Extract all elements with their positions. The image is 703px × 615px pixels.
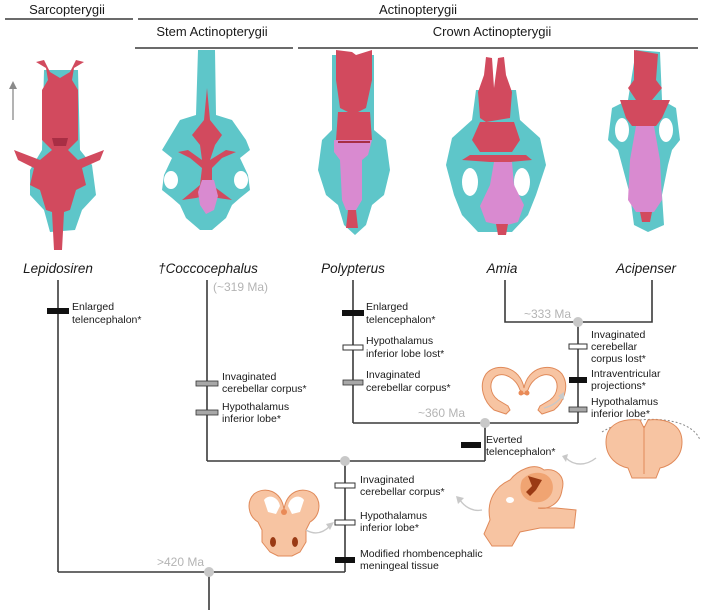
trait-label: inferior lobe lost* [366,348,444,360]
taxon-labels: Lepidosiren †Coccocephalus Polypterus Am… [23,261,676,276]
trait-label: Enlarged [366,301,408,313]
age-amia-acipenser: ~333 Ma [524,307,571,321]
brain-render-acipenser [608,50,680,232]
trait-amia-acipenser-intraventricular-projections: Intraventricular projections* [569,368,661,392]
trait-label: Hypothalamus [366,335,433,347]
node-amia-acipenser [573,317,583,327]
trait-label: Hypothalamus [591,396,658,408]
taxon-label-acipenser: Acipenser [615,261,677,276]
brain-render-amia [446,57,546,235]
trait-label: corpus lost* [591,353,646,365]
trait-label: Hypothalamus [222,401,289,413]
trait-label: inferior lobe* [591,408,650,420]
trait-polypterus-invaginated-cerebellar-corpus: Invaginated cerebellar corpus* [342,369,451,394]
trait-label: projections* [591,380,646,392]
taxon-label-amia: Amia [486,261,518,276]
trait-label: telencephalon* [366,314,435,326]
trait-lepidosiren-enlarged-telencephalon: Enlarged telencephalon* [47,301,141,326]
clade-label-crown: Crown Actinopterygii [433,24,552,39]
clade-label-stem: Stem Actinopterygii [156,24,267,39]
trait-label: cerebellar [591,341,638,353]
trait-bar-gain [47,308,69,314]
trait-bar-homoplastic [568,406,588,413]
trait-bar-homoplastic [195,409,219,416]
trait-bar-loss [568,343,588,350]
trait-bar-loss [334,519,356,526]
trait-label: Enlarged [72,301,114,313]
trait-actinopterygii-modified-meningeal-tissue: Modified rhombencephalic meningeal tissu… [335,548,483,572]
arrow-head-icon [558,392,564,400]
age-coccocephalus: (~319 Ma) [213,280,268,294]
arrow-head-icon [562,454,568,462]
trait-label: Invaginated [222,371,276,383]
trait-label: cerebellar corpus* [222,383,307,395]
node-actinopterygii [340,456,350,466]
trait-polypterus-hypothalamus-inferior-lobe-lost: Hypothalamus inferior lobe lost* [342,335,444,360]
taxon-label-coccocephalus: †Coccocephalus [158,261,258,276]
node-root [204,567,214,577]
trait-label: Invaginated [591,329,645,341]
trait-label: inferior lobe* [222,413,281,425]
trait-polypterus-enlarged-telencephalon: Enlarged telencephalon* [342,301,435,326]
illustration-cerebellum-section [481,366,567,415]
trait-label: Everted [486,434,522,446]
trait-actinopterygii-hypothalamus-inferior-lobe: Hypothalamus inferior lobe* [334,510,427,534]
clade-headers: Sarcopterygii Actinopterygii Stem Actino… [5,2,698,49]
illustration-everted-telencephalon [601,418,701,479]
tree-nodes [204,317,583,577]
illustration-lateral-section [483,466,577,547]
trait-bar-gain [342,310,364,316]
trait-amia-acipenser-hypothalamus-inferior-lobe: Hypothalamus inferior lobe* [568,396,658,420]
trait-actinopterygii-invaginated-cerebellar-corpus: Invaginated cerebellar corpus* [334,474,445,498]
age-root: >420 Ma [157,555,204,569]
trait-label: Invaginated [366,369,420,381]
trait-bar-gain [335,557,355,563]
trait-crown-everted-telencephalon: Everted telencephalon* [461,434,555,458]
arrow-head-icon [456,496,464,504]
age-crown: ~360 Ma [418,406,465,420]
trait-bar-homoplastic [342,379,364,386]
trait-coccocephalus-hypothalamus-inferior-lobe: Hypothalamus inferior lobe* [195,401,289,425]
trait-bar-loss [334,482,356,489]
brain-render-coccocephalus [162,50,250,230]
trait-amia-acipenser-invaginated-cerebellar-corpus-lost: Invaginated cerebellar corpus lost* [568,329,646,365]
trait-label: cerebellar corpus* [366,382,451,394]
clade-label-sarcopterygii: Sarcopterygii [29,2,105,17]
arrow-head-icon [326,522,334,530]
illustration-arrow [565,457,597,465]
age-labels: (~319 Ma) ~333 Ma ~360 Ma >420 Ma [157,280,571,569]
trait-label: meningeal tissue [360,560,439,572]
trait-label: Hypothalamus [360,510,427,522]
trait-bar-gain [569,377,587,383]
clade-label-actinopterygii: Actinopterygii [379,2,457,17]
trait-label: Intraventricular [591,368,661,380]
trait-label: telencephalon* [72,314,141,326]
trait-bar-homoplastic [195,380,219,387]
trait-label: Invaginated [360,474,414,486]
trait-label: cerebellar corpus* [360,486,445,498]
trait-label: Modified rhombencephalic [360,548,483,560]
trait-coccocephalus-invaginated-cerebellar-corpus: Invaginated cerebellar corpus* [195,371,307,395]
taxon-label-lepidosiren: Lepidosiren [23,261,93,276]
illustration-arrow [459,499,483,512]
orientation-arrow-icon [9,81,17,120]
brain-render-lepidosiren [14,60,104,250]
trait-label: telencephalon* [486,446,555,458]
taxon-label-polypterus: Polypterus [321,261,385,276]
trait-bar-loss [342,344,364,351]
node-crown [480,418,490,428]
brain-render-polypterus [318,50,390,235]
trait-label: inferior lobe* [360,522,419,534]
trait-bar-gain [461,442,481,448]
illustration-hypothalamus-section [248,489,320,557]
illustration-arrow [305,525,331,534]
